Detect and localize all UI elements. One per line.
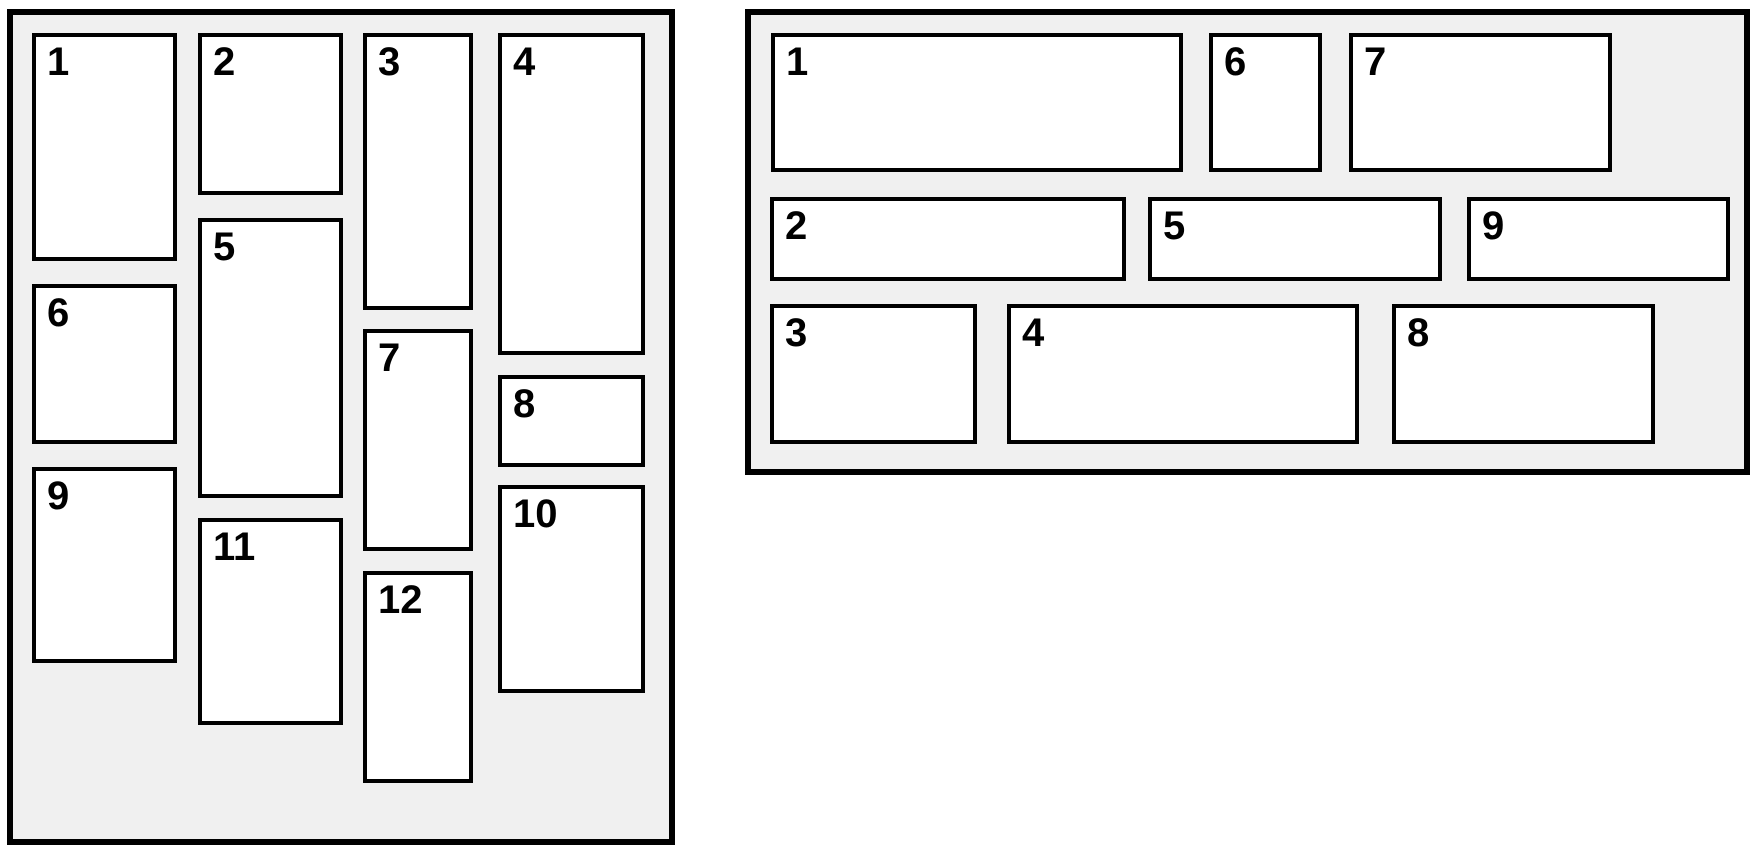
masonry-item-6: 6 xyxy=(1209,33,1322,172)
masonry-item-9: 9 xyxy=(32,467,177,663)
item-number: 2 xyxy=(213,40,236,84)
masonry-item-11: 11 xyxy=(198,518,343,725)
item-number: 7 xyxy=(378,336,401,380)
masonry-item-7: 7 xyxy=(363,329,473,551)
item-number: 5 xyxy=(1163,204,1186,248)
item-number: 2 xyxy=(785,204,808,248)
masonry-item-2: 2 xyxy=(770,197,1126,281)
masonry-item-8: 8 xyxy=(498,375,645,467)
item-number: 7 xyxy=(1364,40,1387,84)
vertical-masonry-panel: 1 2 3 4 5 6 7 8 9 10 11 xyxy=(7,9,675,845)
masonry-item-3: 3 xyxy=(363,33,473,310)
item-number: 3 xyxy=(378,40,401,84)
item-number: 4 xyxy=(513,40,536,84)
item-number: 9 xyxy=(1482,204,1505,248)
item-number: 8 xyxy=(513,382,536,426)
masonry-item-1: 1 xyxy=(32,33,177,261)
masonry-item-3: 3 xyxy=(770,304,977,444)
item-number: 4 xyxy=(1022,311,1045,355)
horizontal-masonry-panel: 1 6 7 2 5 9 3 4 8 xyxy=(745,9,1750,475)
masonry-item-7: 7 xyxy=(1349,33,1612,172)
masonry-item-6: 6 xyxy=(32,284,177,444)
item-number: 3 xyxy=(785,311,808,355)
masonry-item-4: 4 xyxy=(498,33,645,355)
masonry-item-8: 8 xyxy=(1392,304,1655,444)
masonry-item-2: 2 xyxy=(198,33,343,195)
item-number: 5 xyxy=(213,225,236,269)
masonry-item-12: 12 xyxy=(363,571,473,783)
item-number: 8 xyxy=(1407,311,1430,355)
item-number: 6 xyxy=(47,291,70,335)
item-number: 1 xyxy=(47,40,70,84)
item-number: 12 xyxy=(378,578,423,622)
masonry-item-4: 4 xyxy=(1007,304,1359,444)
masonry-item-10: 10 xyxy=(498,485,645,693)
masonry-item-9: 9 xyxy=(1467,197,1730,281)
masonry-item-1: 1 xyxy=(771,33,1183,172)
item-number: 6 xyxy=(1224,40,1247,84)
item-number: 11 xyxy=(213,525,256,569)
masonry-item-5: 5 xyxy=(198,218,343,498)
item-number: 1 xyxy=(786,40,809,84)
item-number: 10 xyxy=(513,492,558,536)
masonry-item-5: 5 xyxy=(1148,197,1442,281)
item-number: 9 xyxy=(47,474,70,518)
